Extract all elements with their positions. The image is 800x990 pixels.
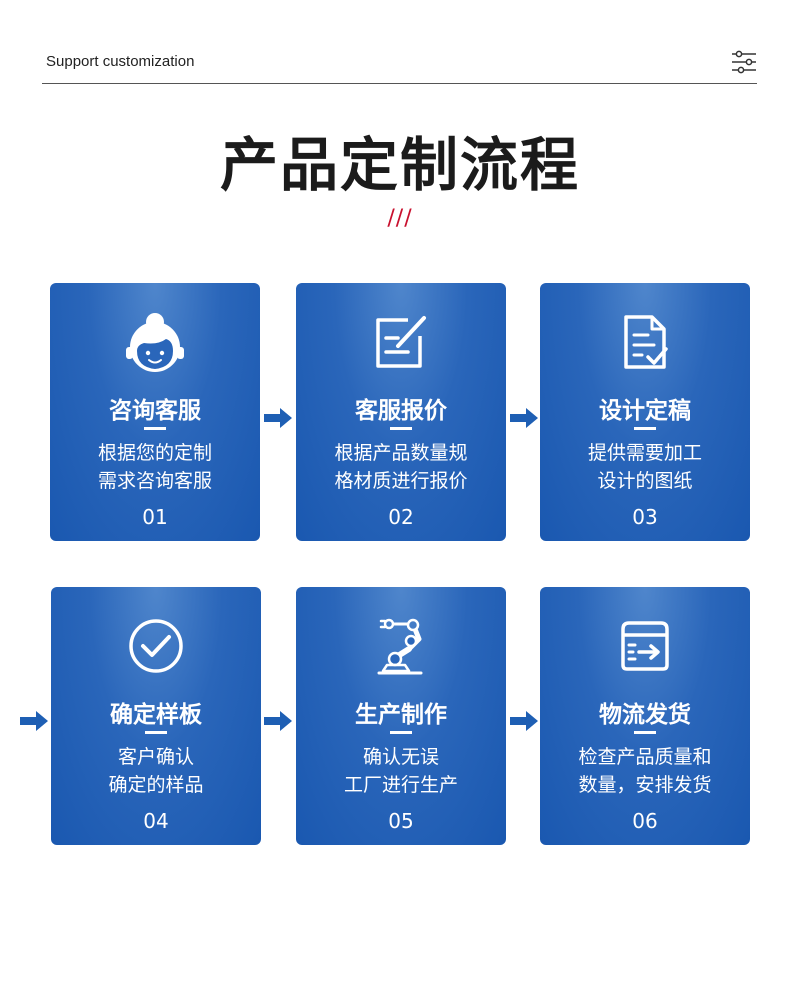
step-title: 客服报价 [355, 398, 447, 424]
step-description: 客户确认 确定的样品 [108, 746, 204, 796]
step-title: 咨询客服 [109, 398, 201, 424]
step-title-underline [145, 731, 167, 734]
page-header: Support customization [42, 50, 757, 84]
step-title: 生产制作 [355, 702, 447, 728]
step-card-quote: 客服报价 根据产品数量规 格材质进行报价 02 [296, 283, 506, 541]
step-card-design: 设计定稿 提供需要加工 设计的图纸 03 [540, 283, 750, 541]
step-description: 检查产品质量和 数量，安排发货 [578, 746, 712, 796]
step-title: 确定样板 [110, 702, 202, 728]
sliders-icon[interactable] [731, 50, 757, 74]
step-number: 01 [142, 505, 168, 529]
step-title-underline [390, 427, 412, 430]
step-title-underline [634, 427, 656, 430]
edit-note-icon [376, 316, 426, 368]
shipping-box-icon [621, 621, 669, 671]
arrow-right-icon [264, 711, 292, 731]
arrow-right-icon [264, 408, 292, 428]
robot-arm-icon [377, 618, 423, 675]
step-description: 根据产品数量规 格材质进行报价 [334, 442, 468, 492]
step-card-production: 生产制作 确认无误 工厂进行生产 05 [296, 587, 506, 845]
check-circle-icon [129, 619, 183, 673]
step-title-underline [634, 731, 656, 734]
step-number: 06 [632, 809, 658, 833]
document-check-icon [624, 315, 668, 369]
step-description: 确认无误 工厂进行生产 [343, 746, 458, 796]
step-title: 设计定稿 [599, 398, 691, 424]
page-title: 产品定制流程 [219, 131, 580, 199]
arrow-right-icon [510, 711, 538, 731]
arrow-right-icon [20, 711, 48, 731]
step-number: 02 [388, 505, 414, 529]
arrow-right-icon [510, 408, 538, 428]
step-number: 05 [388, 809, 414, 833]
step-number: 03 [632, 505, 658, 529]
step-card-sample: 确定样板 客户确认 确定的样品 04 [51, 587, 261, 845]
step-title: 物流发货 [599, 702, 691, 728]
step-description: 提供需要加工 设计的图纸 [587, 442, 702, 492]
step-title-underline [144, 427, 166, 430]
step-description: 根据您的定制 需求咨询客服 [97, 442, 212, 492]
header-label: Support customization [46, 53, 195, 70]
customer-service-icon [126, 313, 184, 372]
step-card-consult: 咨询客服 根据您的定制 需求咨询客服 01 [50, 283, 260, 541]
step-number: 04 [143, 809, 169, 833]
title-divider: /// [387, 206, 413, 231]
step-card-shipping: 物流发货 检查产品质量和 数量，安排发货 06 [540, 587, 750, 845]
step-title-underline [390, 731, 412, 734]
